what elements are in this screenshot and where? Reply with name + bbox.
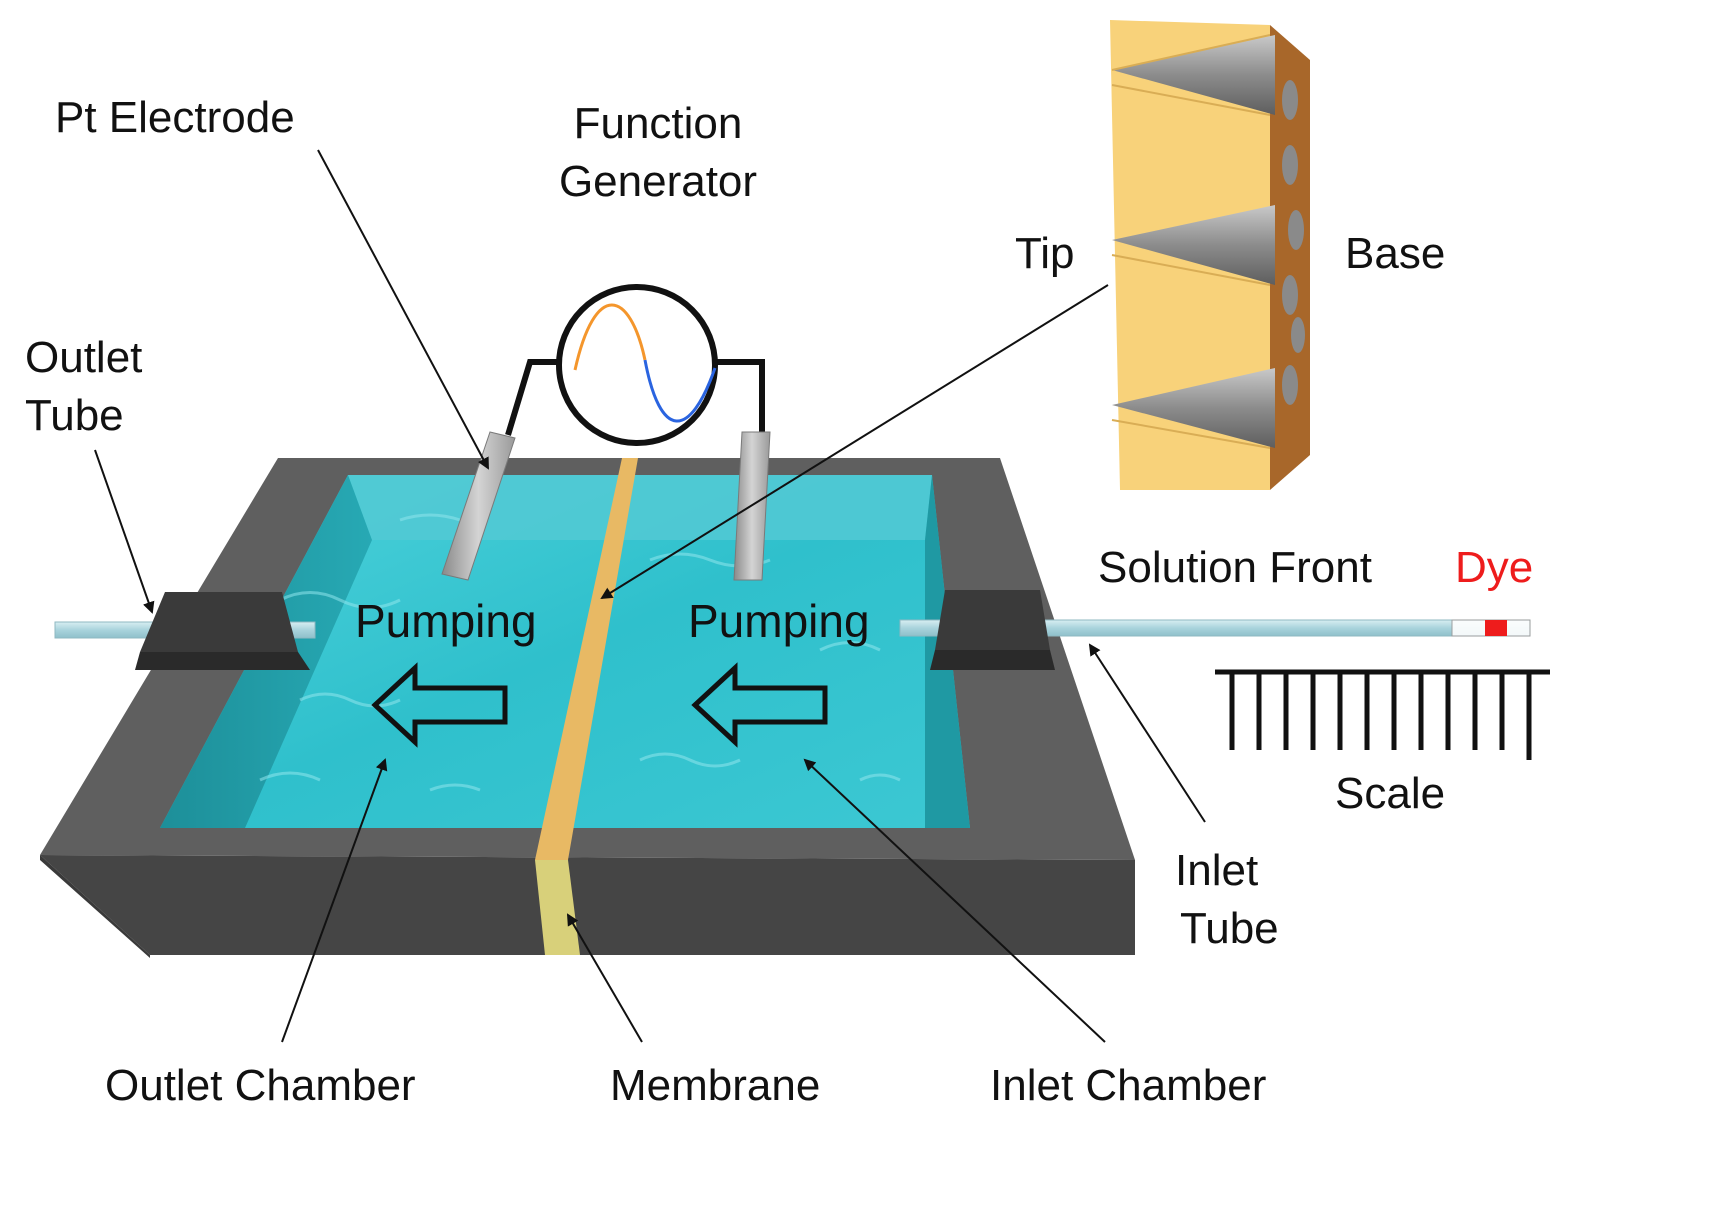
leader-tip <box>600 284 1109 600</box>
cone <box>1112 205 1275 285</box>
pore <box>1282 145 1298 185</box>
leader-lines <box>94 149 1206 1043</box>
label-base: Base <box>1345 229 1445 278</box>
pore <box>1288 210 1304 250</box>
water-well <box>160 475 970 828</box>
leader-inlet-tube <box>1088 643 1206 823</box>
membrane-strip <box>535 458 638 860</box>
wire-right <box>705 359 765 440</box>
function-generator-circle <box>556 284 718 446</box>
pore <box>1291 317 1305 353</box>
cone <box>1112 35 1275 115</box>
inlet-tube <box>899 590 1531 670</box>
label-outlet-chamber: Outlet Chamber <box>105 1061 416 1110</box>
label-function-generator-line1: Function <box>574 99 743 148</box>
tank <box>40 458 1135 958</box>
water-ripples <box>259 513 901 792</box>
membrane-front <box>535 860 580 955</box>
inset-facet <box>1111 254 1271 286</box>
pumping-arrow-left-icon <box>371 662 508 748</box>
pore <box>1282 80 1298 120</box>
inset-side-face <box>1270 25 1310 490</box>
scale-ruler <box>1215 669 1550 760</box>
tank-front-face <box>40 855 1135 955</box>
inlet-fitting-front <box>930 650 1055 670</box>
cone <box>1112 368 1275 448</box>
label-function-generator-line2: Generator <box>559 157 757 206</box>
membrane-inset <box>1110 20 1310 490</box>
outlet-tube <box>54 592 316 670</box>
label-solution-front: Solution Front <box>1098 543 1372 592</box>
inlet-fitting <box>935 590 1050 650</box>
water-back-wall <box>348 475 932 540</box>
tank-left-face <box>40 855 150 958</box>
inset-facet <box>1111 34 1271 71</box>
pore <box>1282 275 1298 315</box>
dye-marker-overlay <box>1485 620 1507 636</box>
pore <box>1282 365 1298 405</box>
label-outlet-tube-line2: Tube <box>25 391 124 440</box>
label-pumping-left: Pumping <box>355 595 537 647</box>
leader-membrane <box>566 913 643 1043</box>
label-inlet-tube-line1: Inlet <box>1175 846 1258 895</box>
sine-wave-negative <box>643 359 717 423</box>
label-inlet-tube-line2: Tube <box>1180 904 1279 953</box>
label-pumping-right: Pumping <box>688 595 870 647</box>
outlet-fitting-front <box>135 652 310 670</box>
label-tip: Tip <box>1015 229 1075 278</box>
circuit <box>441 284 771 581</box>
electrode-left <box>441 431 516 581</box>
label-pt-electrode: Pt Electrode <box>55 93 295 142</box>
label-outlet-tube-line1: Outlet <box>25 333 142 382</box>
leader-outlet-chamber <box>281 758 388 1043</box>
leader-inlet-chamber <box>803 758 1106 1043</box>
inset-facet <box>1111 419 1271 449</box>
pumping-arrow-right-icon <box>691 662 828 748</box>
leader-outlet-tube <box>94 449 155 614</box>
label-dye: Dye <box>1455 543 1533 592</box>
sine-wave-positive <box>573 303 647 371</box>
inset-facet <box>1111 84 1271 116</box>
label-scale: Scale <box>1335 769 1445 818</box>
label-membrane: Membrane <box>610 1061 820 1110</box>
label-inlet-chamber: Inlet Chamber <box>990 1061 1266 1110</box>
wire-left <box>505 359 560 436</box>
outlet-fitting <box>140 592 298 652</box>
leader-pt-electrode <box>317 149 489 470</box>
